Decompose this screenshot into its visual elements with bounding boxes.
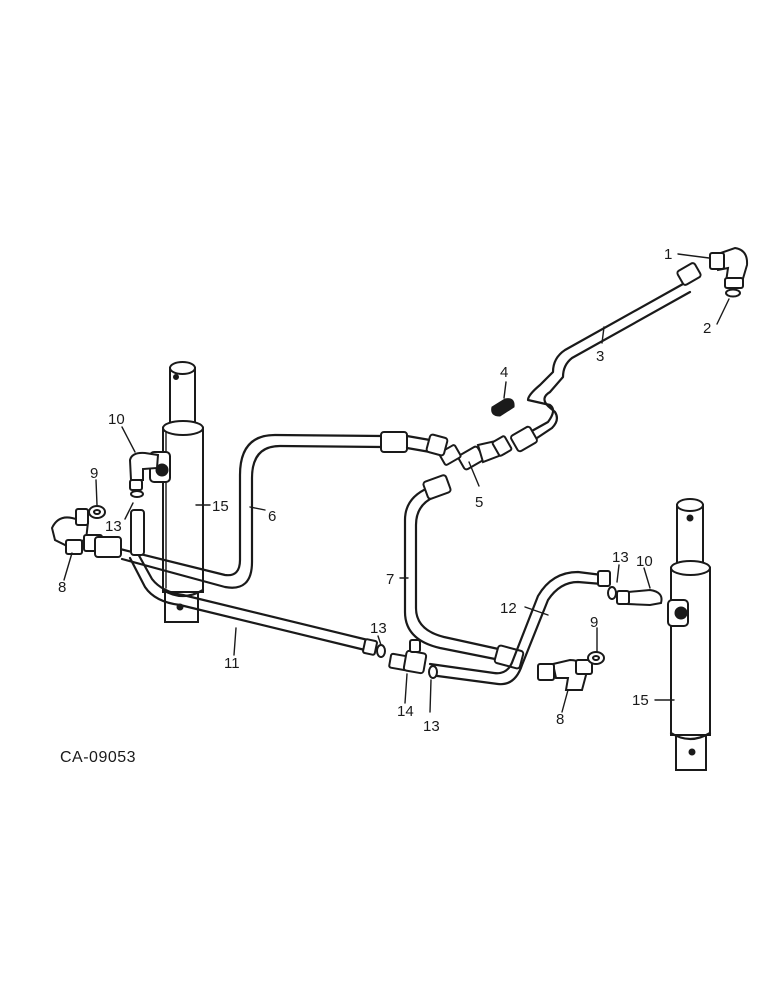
left-hydraulic-cylinder — [149, 361, 205, 623]
callout-11: 11 — [224, 655, 240, 672]
elbow-fitting-8-left — [50, 508, 122, 558]
callout-10-left: 10 — [108, 411, 125, 428]
callout-4: 4 — [500, 364, 508, 381]
callout-5: 5 — [475, 494, 483, 511]
hose-12 — [428, 570, 611, 686]
callout-15-right: 15 — [632, 692, 649, 709]
callout-15-left: 15 — [212, 498, 229, 515]
clip-4 — [491, 398, 515, 417]
callout-6: 6 — [268, 508, 276, 525]
o-ring-13-c — [428, 665, 438, 679]
right-hydraulic-cylinder — [667, 498, 712, 771]
o-ring-13-b — [376, 644, 386, 658]
tube-11 — [128, 550, 378, 656]
o-ring-13-d — [607, 586, 617, 600]
callout-1: 1 — [664, 246, 672, 263]
washer-2 — [725, 288, 741, 298]
connector-14 — [388, 639, 428, 675]
callout-8-right: 8 — [556, 711, 564, 728]
callout-13-c: 13 — [423, 718, 440, 735]
callout-14: 14 — [397, 703, 414, 720]
callout-10-right: 10 — [636, 553, 653, 570]
callout-13-a: 13 — [105, 518, 122, 535]
callout-9-right: 9 — [590, 614, 598, 631]
drawing-code: CA-09053 — [60, 749, 136, 766]
elbow-fitting-8-right — [537, 658, 593, 691]
washer-9-right — [587, 651, 605, 665]
tee-fitting-5 — [438, 435, 513, 471]
callout-7: 7 — [386, 571, 394, 588]
callout-12: 12 — [500, 600, 517, 617]
tube-11-upper — [130, 509, 145, 556]
callout-13-b: 13 — [370, 620, 387, 637]
callout-3: 3 — [596, 348, 604, 365]
tube-3 — [510, 262, 702, 453]
elbow-fitting-10-left — [128, 451, 160, 491]
callout-2: 2 — [703, 320, 711, 337]
leader-lines — [63, 253, 730, 713]
callout-13-d: 13 — [612, 549, 629, 566]
elbow-fitting-1 — [709, 246, 749, 289]
hose-6 — [118, 431, 449, 589]
o-ring-13-a — [130, 490, 144, 498]
washer-9-left — [88, 505, 106, 519]
elbow-fitting-10-right — [616, 588, 663, 607]
callout-8-left: 8 — [58, 579, 66, 596]
callout-9-left: 9 — [90, 465, 98, 482]
hose-7 — [403, 474, 525, 670]
